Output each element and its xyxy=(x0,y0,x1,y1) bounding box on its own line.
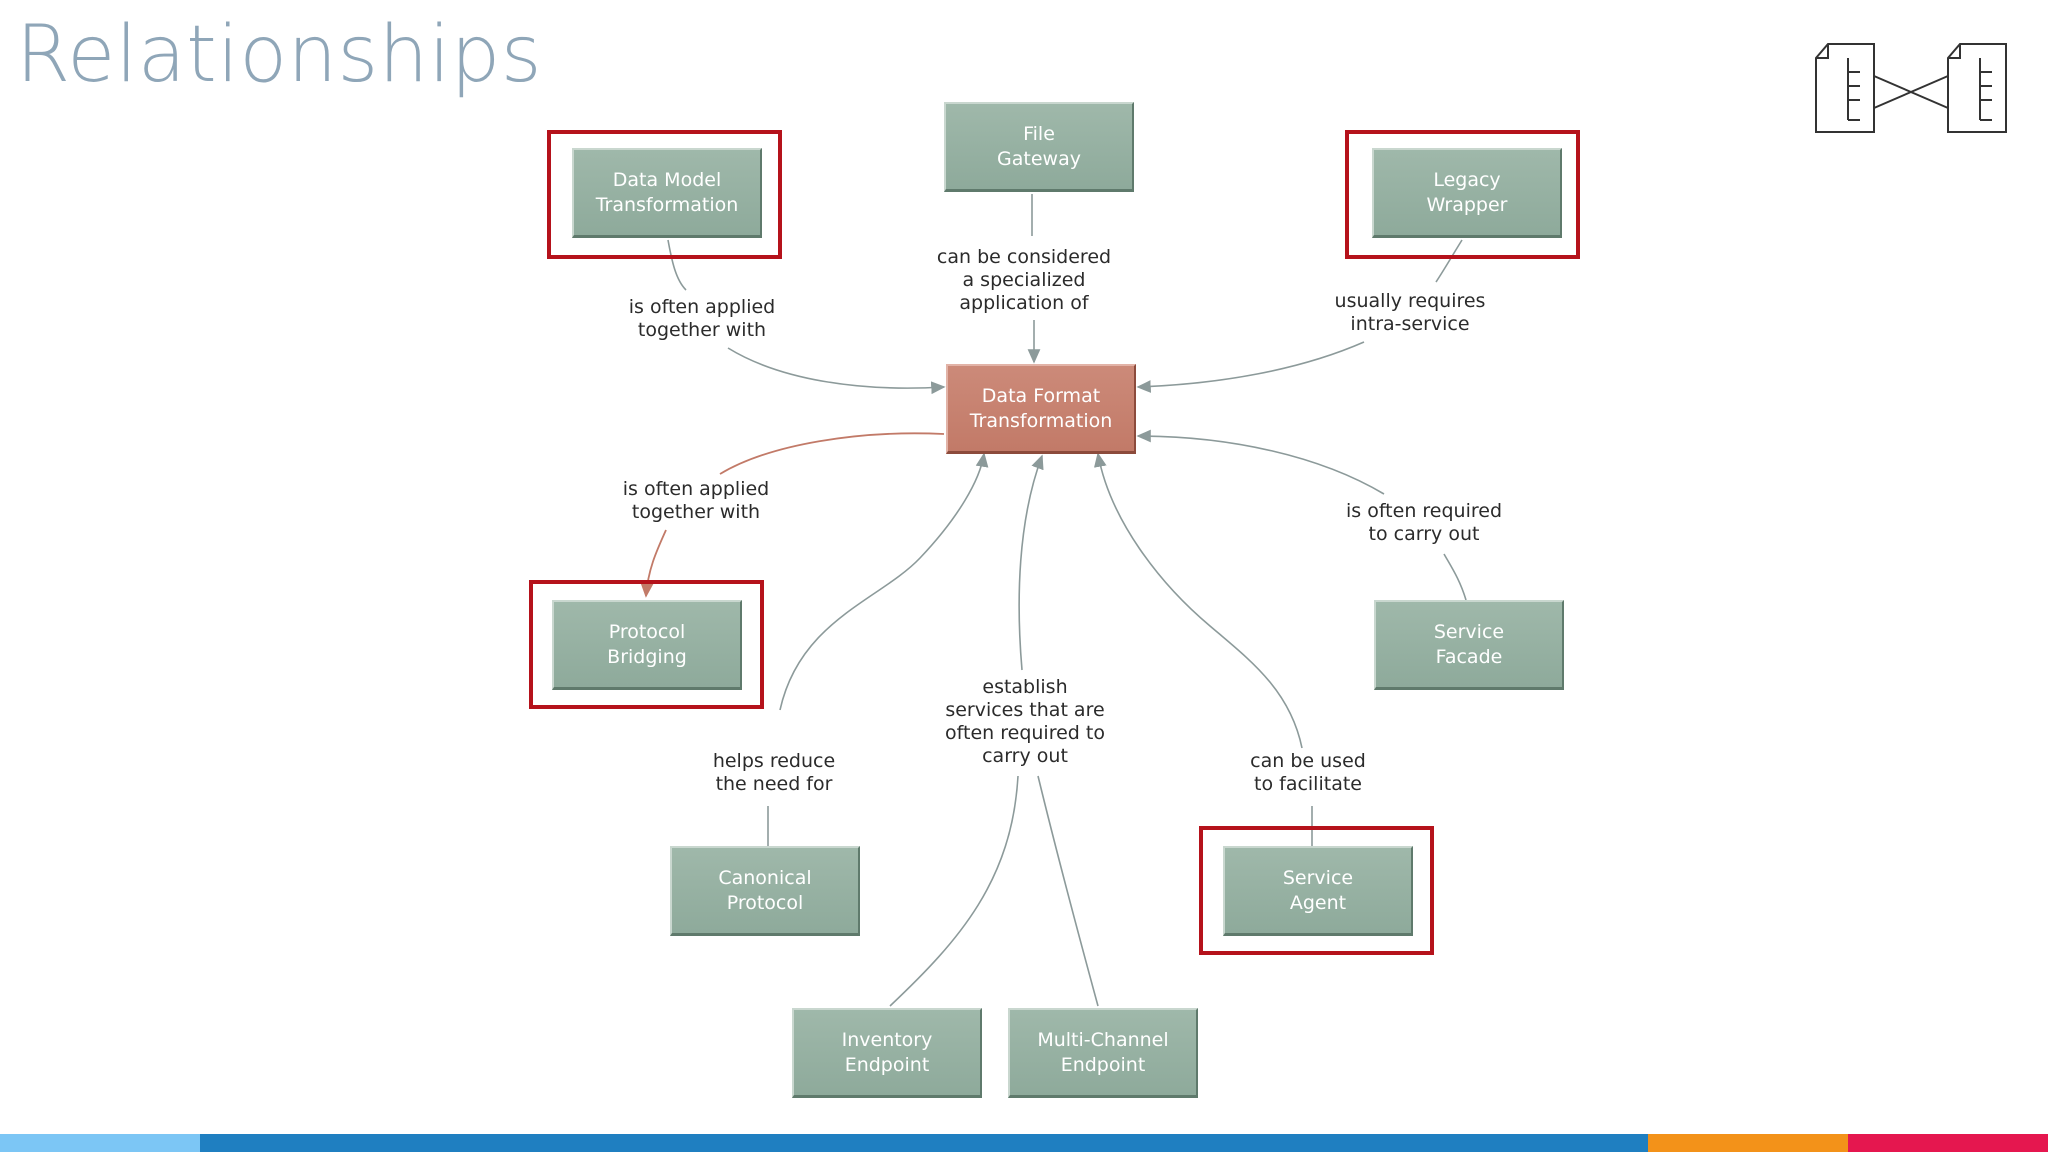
footer-segment-pink xyxy=(1848,1134,2048,1152)
footer-segment-blue xyxy=(200,1134,1648,1152)
highlight-legacy-wrapper xyxy=(1345,130,1580,259)
connector-center-to-protocol-bridging xyxy=(719,432,945,475)
node-service-agent: Service Agent xyxy=(1223,846,1413,936)
node-inventory-endpoint: Inventory Endpoint xyxy=(792,1008,982,1098)
footer-segment-light-blue xyxy=(0,1134,200,1152)
node-file-gateway: File Gateway xyxy=(944,102,1134,192)
label-data-model-relationship: is often applied together with xyxy=(628,296,776,341)
connector-legacy-wrapper-to-center xyxy=(1136,341,1365,393)
label-endpoints-relationship: establish services that are often requir… xyxy=(945,676,1105,767)
connector-service-agent-to-center xyxy=(1094,452,1303,749)
connector-service-facade xyxy=(1443,553,1467,601)
label-service-facade-relationship: is often required to carry out xyxy=(1345,500,1503,545)
connector-service-facade-to-center xyxy=(1136,429,1385,495)
label-canonical-protocol-relationship: helps reduce the need for xyxy=(712,750,836,795)
highlight-data-model xyxy=(547,130,782,259)
label-protocol-bridging-relationship: is often applied together with xyxy=(622,478,770,523)
node-multichannel-endpoint: Multi-Channel Endpoint xyxy=(1008,1008,1198,1098)
connector-legacy-wrapper xyxy=(1435,239,1463,283)
connector-inventory-endpoint xyxy=(889,775,1019,1007)
node-data-model-transformation: Data Model Transformation xyxy=(572,148,762,238)
footer-color-bar xyxy=(0,1134,2048,1152)
node-canonical-protocol: Canonical Protocol xyxy=(670,846,860,936)
connector-data-model-to-center xyxy=(727,347,946,395)
document-relationship-logo-icon xyxy=(1815,43,2007,133)
label-service-agent-relationship: can be used to facilitate xyxy=(1250,750,1366,795)
highlight-service-agent xyxy=(1199,826,1434,955)
node-data-format-transformation: Data Format Transformation xyxy=(946,364,1136,454)
connector-protocol-bridging-arrow xyxy=(639,529,667,598)
highlight-protocol-bridging xyxy=(529,580,764,709)
label-legacy-wrapper-relationship: usually requires intra-service xyxy=(1334,290,1486,335)
node-service-facade: Service Facade xyxy=(1374,600,1564,690)
node-protocol-bridging: Protocol Bridging xyxy=(552,600,742,690)
connector-canonical-protocol-to-center xyxy=(779,452,989,711)
node-legacy-wrapper: Legacy Wrapper xyxy=(1372,148,1562,238)
label-file-gateway-relationship: can be considered a specialized applicat… xyxy=(936,246,1112,314)
connector-endpoints-to-center xyxy=(1018,454,1044,671)
connector-data-model xyxy=(667,239,687,291)
footer-segment-orange xyxy=(1648,1134,1848,1152)
connector-multichannel-endpoint xyxy=(1037,775,1099,1007)
slide-title: Relationships xyxy=(16,10,542,100)
